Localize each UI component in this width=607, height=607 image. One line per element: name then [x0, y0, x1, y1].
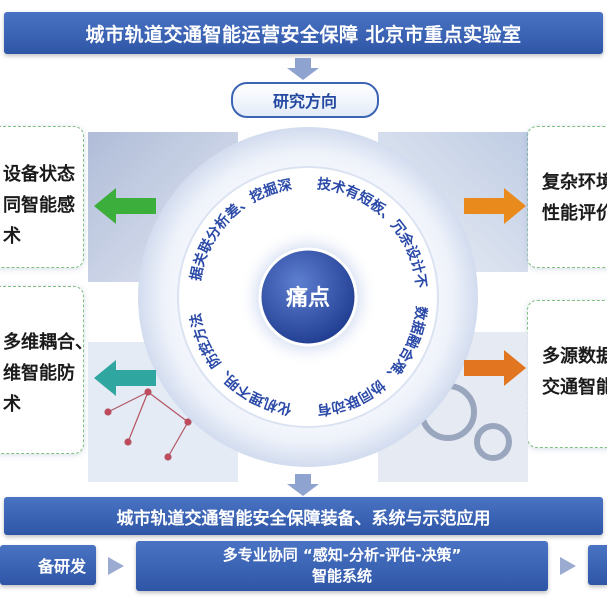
left-card-1-line-2: 同智能感 [3, 195, 75, 216]
left-card-2-line-2: 维智能防 [3, 363, 75, 384]
left-card-1-line-3: 术 [3, 226, 21, 247]
right-card-1-line-1: 复杂环境 [542, 172, 607, 193]
bottom-title: 城市轨道交通智能安全保障装备、系统与示范应用 [116, 508, 491, 529]
left-arrow-teal-icon [94, 360, 156, 396]
pain-point-diagram: 感知数据关联分析差、挖掘深度不够 延寿技术有短板、冗余设计不充分 多源数据融合难… [88, 112, 528, 482]
left-card-2: 多维耦合、 维智能防 术 [0, 286, 84, 454]
bottom-title-bar: 城市轨道交通智能安全保障装备、系统与示范应用 [4, 497, 603, 535]
research-direction-pill: 研究方向 [231, 82, 379, 118]
down-arrow-icon [287, 58, 319, 80]
research-direction-label: 研究方向 [272, 92, 337, 111]
bottom-center-box: 多专业协同 “感知-分析-评估-决策” 智能系统 [136, 541, 548, 591]
down-arrow-2-icon [287, 474, 319, 496]
center-circle [258, 247, 358, 347]
left-card-1: 设备状态 同智能感 术 [0, 126, 84, 268]
left-card-1-line-1: 设备状态 [3, 164, 75, 185]
bottom-right-box [588, 545, 607, 585]
right-arrow-orange-2-icon [464, 350, 526, 386]
header-banner: 城市轨道交通智能运营安全保障 北京市重点实验室 [4, 12, 603, 54]
right-card-1-line-2: 性能评价 [542, 203, 607, 224]
right-arrow-small-icon [108, 557, 124, 575]
right-card-2-line-2: 交通智能 [542, 377, 607, 398]
bottom-center-line-1: 多专业协同 “感知-分析-评估-决策” [222, 546, 462, 564]
left-card-2-line-3: 术 [3, 394, 21, 415]
right-card-1: 复杂环境 性能评价 [527, 126, 607, 268]
left-arrow-green-icon [94, 188, 156, 224]
right-card-2: 多源数据 交通智能 [527, 300, 607, 448]
center-label: 痛点 [286, 285, 330, 311]
right-arrow-orange-icon [464, 188, 526, 224]
network-nodes-icon [104, 388, 192, 461]
bottom-center-line-2: 智能系统 [311, 567, 372, 585]
right-arrow-small-2-icon [560, 557, 576, 575]
bottom-left-label: 备研发 [37, 557, 86, 576]
right-card-2-line-1: 多源数据 [542, 346, 607, 367]
left-card-2-line-1: 多维耦合、 [3, 332, 84, 353]
bottom-left-box: 备研发 [0, 545, 96, 585]
header-title: 城市轨道交通智能运营安全保障 北京市重点实验室 [85, 23, 522, 46]
